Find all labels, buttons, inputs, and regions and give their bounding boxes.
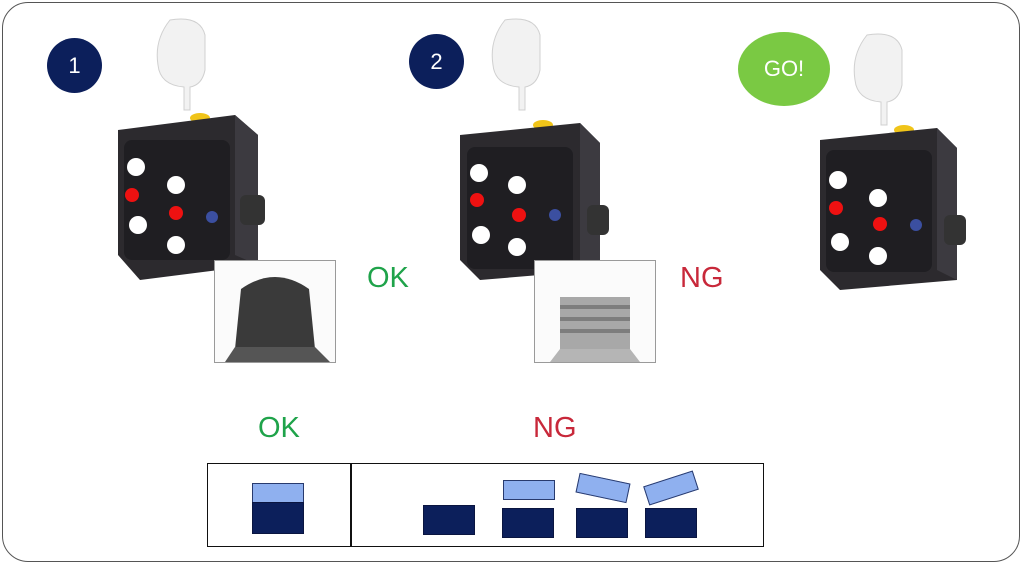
pointing-finger-icon <box>853 33 903 126</box>
camera-device-3 <box>820 33 966 290</box>
sample-uncapped-bottle-image <box>534 260 656 363</box>
cap-condition-table <box>207 463 764 547</box>
camera-device-2 <box>460 18 609 280</box>
pointing-finger-icon <box>156 18 206 111</box>
legend-ok-heading: OK <box>258 412 300 444</box>
ng-loose-cap-base <box>502 508 554 538</box>
ng-missing-cap-base <box>423 505 475 535</box>
ng-tilted-cap-base-2 <box>645 508 697 538</box>
sample-capped-bottle-image <box>214 260 336 363</box>
step-1-badge: 1 <box>47 38 102 93</box>
step-2-result-ng: NG <box>680 262 724 294</box>
legend-ng-heading: NG <box>533 412 577 444</box>
go-badge: GO! <box>738 32 830 106</box>
step-1-result-ok: OK <box>367 262 409 294</box>
ng-loose-cap-top <box>503 480 555 500</box>
step-2-badge: 2 <box>409 34 464 89</box>
pointing-finger-icon <box>491 18 541 111</box>
ok-cap-top <box>252 483 304 503</box>
ng-tilted-cap-base-1 <box>576 508 628 538</box>
ok-cap-base <box>252 502 304 534</box>
table-divider <box>350 463 352 547</box>
camera-device-1 <box>118 18 265 280</box>
